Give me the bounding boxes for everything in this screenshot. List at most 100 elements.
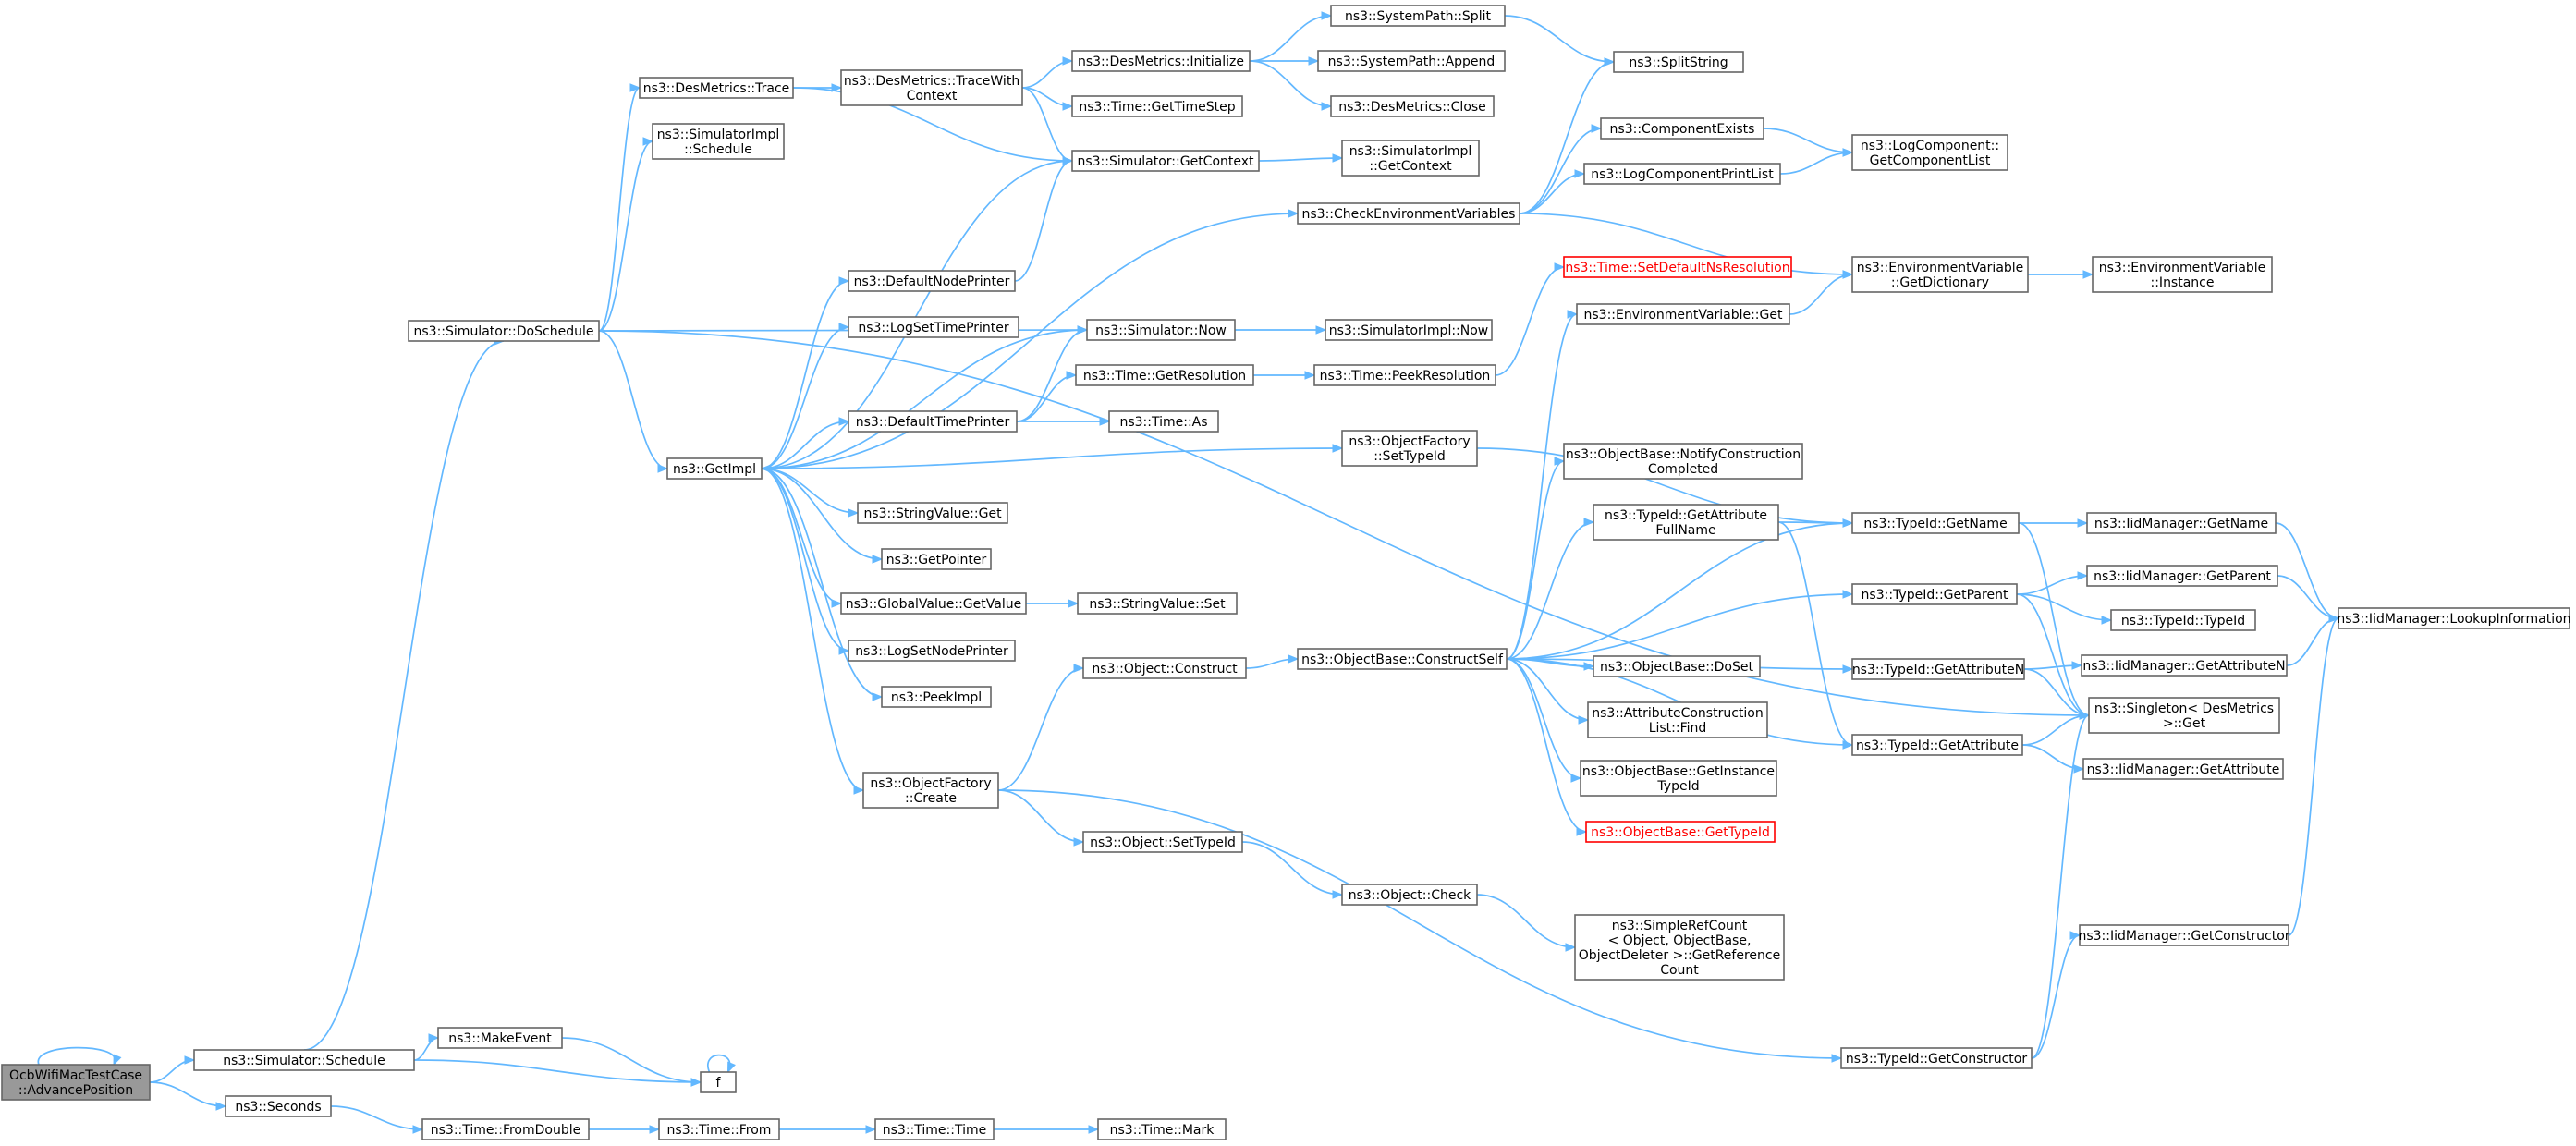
node-gvGetValue[interactable]: ns3::GlobalValue::GetValue [840,592,1027,615]
edge-arrowhead [1308,56,1320,66]
node-adv[interactable]: OcbWifiMacTestCase::AdvancePosition [1,1064,151,1101]
node-close[interactable]: ns3::DesMetrics::Close [1330,95,1495,117]
node-tidGetConstr[interactable]: ns3::TypeId::GetConstructor [1840,1047,2033,1069]
node-secs[interactable]: ns3::Seconds [225,1095,332,1117]
edge-tidGetParent-to-tidTypeId [2016,593,2113,625]
node-trace[interactable]: ns3::DesMetrics::Trace [639,77,794,99]
edge-line [1249,15,1332,62]
node-notifyConstr[interactable]: ns3::ObjectBase::NotifyConstructionCompl… [1563,443,1803,480]
node-box [874,1118,995,1140]
node-timeAs[interactable]: ns3::Time::As [1108,410,1219,433]
edge-arrowhead [838,417,850,426]
edge-arrowhead [113,1054,122,1067]
edge-envGet-to-envGetDict [1789,270,1854,315]
node-box [2081,654,2288,677]
node-tidGetName[interactable]: ns3::TypeId::GetName [1851,512,2020,534]
node-defTimePrinter[interactable]: ns3::DefaultTimePrinter [848,410,1018,433]
node-iidGetConstr[interactable]: ns3::IidManager::GetConstructor [2078,924,2290,946]
node-getContext[interactable]: ns3::Simulator::GetContext [1071,150,1260,172]
node-checkEnv[interactable]: ns3::CheckEnvironmentVariables [1297,202,1520,225]
node-box [881,686,992,708]
node-setDefNs[interactable]: ns3::Time::SetDefaultNsResolution [1563,256,1792,278]
node-mark[interactable]: ns3::Time::Mark [1097,1118,1227,1140]
node-box [1082,831,1243,853]
node-box [1580,760,1777,797]
node-getCompList[interactable]: ns3::LogComponent::GetComponentList [1851,134,2008,171]
edge-line [1476,447,1853,524]
node-getPointer[interactable]: ns3::GetPointer [881,548,992,570]
node-box [1583,163,1781,185]
node-strGet[interactable]: ns3::StringValue::Get [857,502,1008,524]
node-peekImpl[interactable]: ns3::PeekImpl [881,686,992,708]
node-iidGetAttr[interactable]: ns3::IidManager::GetAttribute [2082,758,2284,780]
node-ofCreate[interactable]: ns3::ObjectFactory::Create [862,772,999,809]
node-envGetDict[interactable]: ns3::EnvironmentVariable::GetDictionary [1851,256,2029,293]
node-strSet[interactable]: ns3::StringValue::Set [1077,592,1238,615]
node-peekRes[interactable]: ns3::Time::PeekResolution [1313,364,1496,386]
node-doSched[interactable]: ns3::Simulator::DoSchedule [408,320,600,342]
node-tidGetParent[interactable]: ns3::TypeId::GetParent [1851,583,2018,605]
edge-line [1014,160,1073,282]
edge-line [2016,593,2112,621]
node-iidGetName[interactable]: ns3::IidManager::GetName [2086,512,2277,534]
node-getImpl[interactable]: ns3::GetImpl [666,457,763,480]
node-makeEv[interactable]: ns3::MakeEvent [437,1027,563,1049]
node-getRes[interactable]: ns3::Time::GetResolution [1075,364,1254,386]
node-sched[interactable]: ns3::Simulator::Schedule [193,1049,415,1071]
node-simSched[interactable]: ns3::SimulatorImpl::Schedule [652,123,785,160]
node-logSetTimePrinter[interactable]: ns3::LogSetTimePrinter [848,316,1019,338]
edge-line [149,1081,226,1107]
node-iidGetAttrN[interactable]: ns3::IidManager::GetAttributeN [2081,654,2288,677]
node-from[interactable]: ns3::Time::From [658,1118,780,1140]
node-label-line: ns3::TypeId::TypeId [2121,614,2245,628]
node-iidGetParent[interactable]: ns3::IidManager::GetParent [2086,565,2278,587]
node-f[interactable]: f [700,1071,737,1093]
node-singleton[interactable]: ns3::Singleton< DesMetrics >::Get [2088,697,2280,734]
node-append[interactable]: ns3::SystemPath::Append [1317,50,1506,72]
node-box [1574,914,1785,981]
node-simpleRef[interactable]: ns3::SimpleRefCount< Object, ObjectBase,… [1574,914,1785,981]
node-label-line: ::SetTypeId [1373,449,1446,464]
node-box [1108,410,1219,433]
node-label-line: ns3::TypeId::GetAttributeN [1852,663,2024,677]
node-tidGetAttrN[interactable]: ns3::TypeId::GetAttributeN [1851,658,2025,680]
node-envGet[interactable]: ns3::EnvironmentVariable::Get [1576,303,1790,325]
node-logSetNodePrinter[interactable]: ns3::LogSetNodePrinter [848,640,1016,662]
node-objCheck[interactable]: ns3::Object::Check [1341,884,1478,906]
node-objConstruct[interactable]: ns3::Object::Construct [1082,657,1247,679]
node-getTimeStep[interactable]: ns3::Time::GetTimeStep [1071,95,1243,117]
node-obDoSet[interactable]: ns3::ObjectBase::DoSet [1593,655,1761,677]
edge-line [1506,658,1581,779]
node-split[interactable]: ns3::SystemPath::Split [1330,5,1506,27]
edge-line [2018,522,2090,716]
node-obConstructSelf[interactable]: ns3::ObjectBase::ConstructSelf [1297,648,1508,670]
node-init[interactable]: ns3::DesMetrics::Initialize [1071,50,1251,72]
node-simNow[interactable]: ns3::Simulator::Now [1086,319,1236,341]
node-box [848,270,1016,292]
node-ofSetTypeId[interactable]: ns3::ObjectFactory::SetTypeId [1341,430,1478,467]
node-objSetTypeId[interactable]: ns3::Object::SetTypeId [1082,831,1243,853]
node-compExists[interactable]: ns3::ComponentExists [1600,117,1764,140]
edge-tidGetAttr-to-iidGetAttr [2021,744,2085,774]
node-splitString[interactable]: ns3::SplitString [1613,51,1744,73]
node-time[interactable]: ns3::Time::Time [874,1118,995,1140]
node-defNodePrinter[interactable]: ns3::DefaultNodePrinter [848,270,1016,292]
node-simImplNow[interactable]: ns3::SimulatorImpl::Now [1325,319,1493,341]
node-fromDouble[interactable]: ns3::Time::FromDouble [421,1118,590,1140]
node-logCompPrint[interactable]: ns3::LogComponentPrintList [1583,163,1781,185]
edge-arrowhead [853,786,865,795]
node-obGetTypeId[interactable]: ns3::ObjectBase::GetTypeId [1585,821,1776,843]
node-tidTypeId[interactable]: ns3::TypeId::TypeId [2110,609,2256,631]
node-simImplGetCtx[interactable]: ns3::SimulatorImpl::GetContext [1341,140,1480,177]
node-label-line: ns3::GetPointer [886,553,987,567]
node-iidLookup[interactable]: ns3::IidManager::LookupInformation [2337,607,2571,629]
node-box [421,1118,590,1140]
node-box [862,772,999,809]
edge-line [761,468,849,652]
node-envInstance[interactable]: ns3::EnvironmentVariable::Instance [2092,256,2273,293]
node-tidGetAttr[interactable]: ns3::TypeId::GetAttribute [1851,734,2023,756]
